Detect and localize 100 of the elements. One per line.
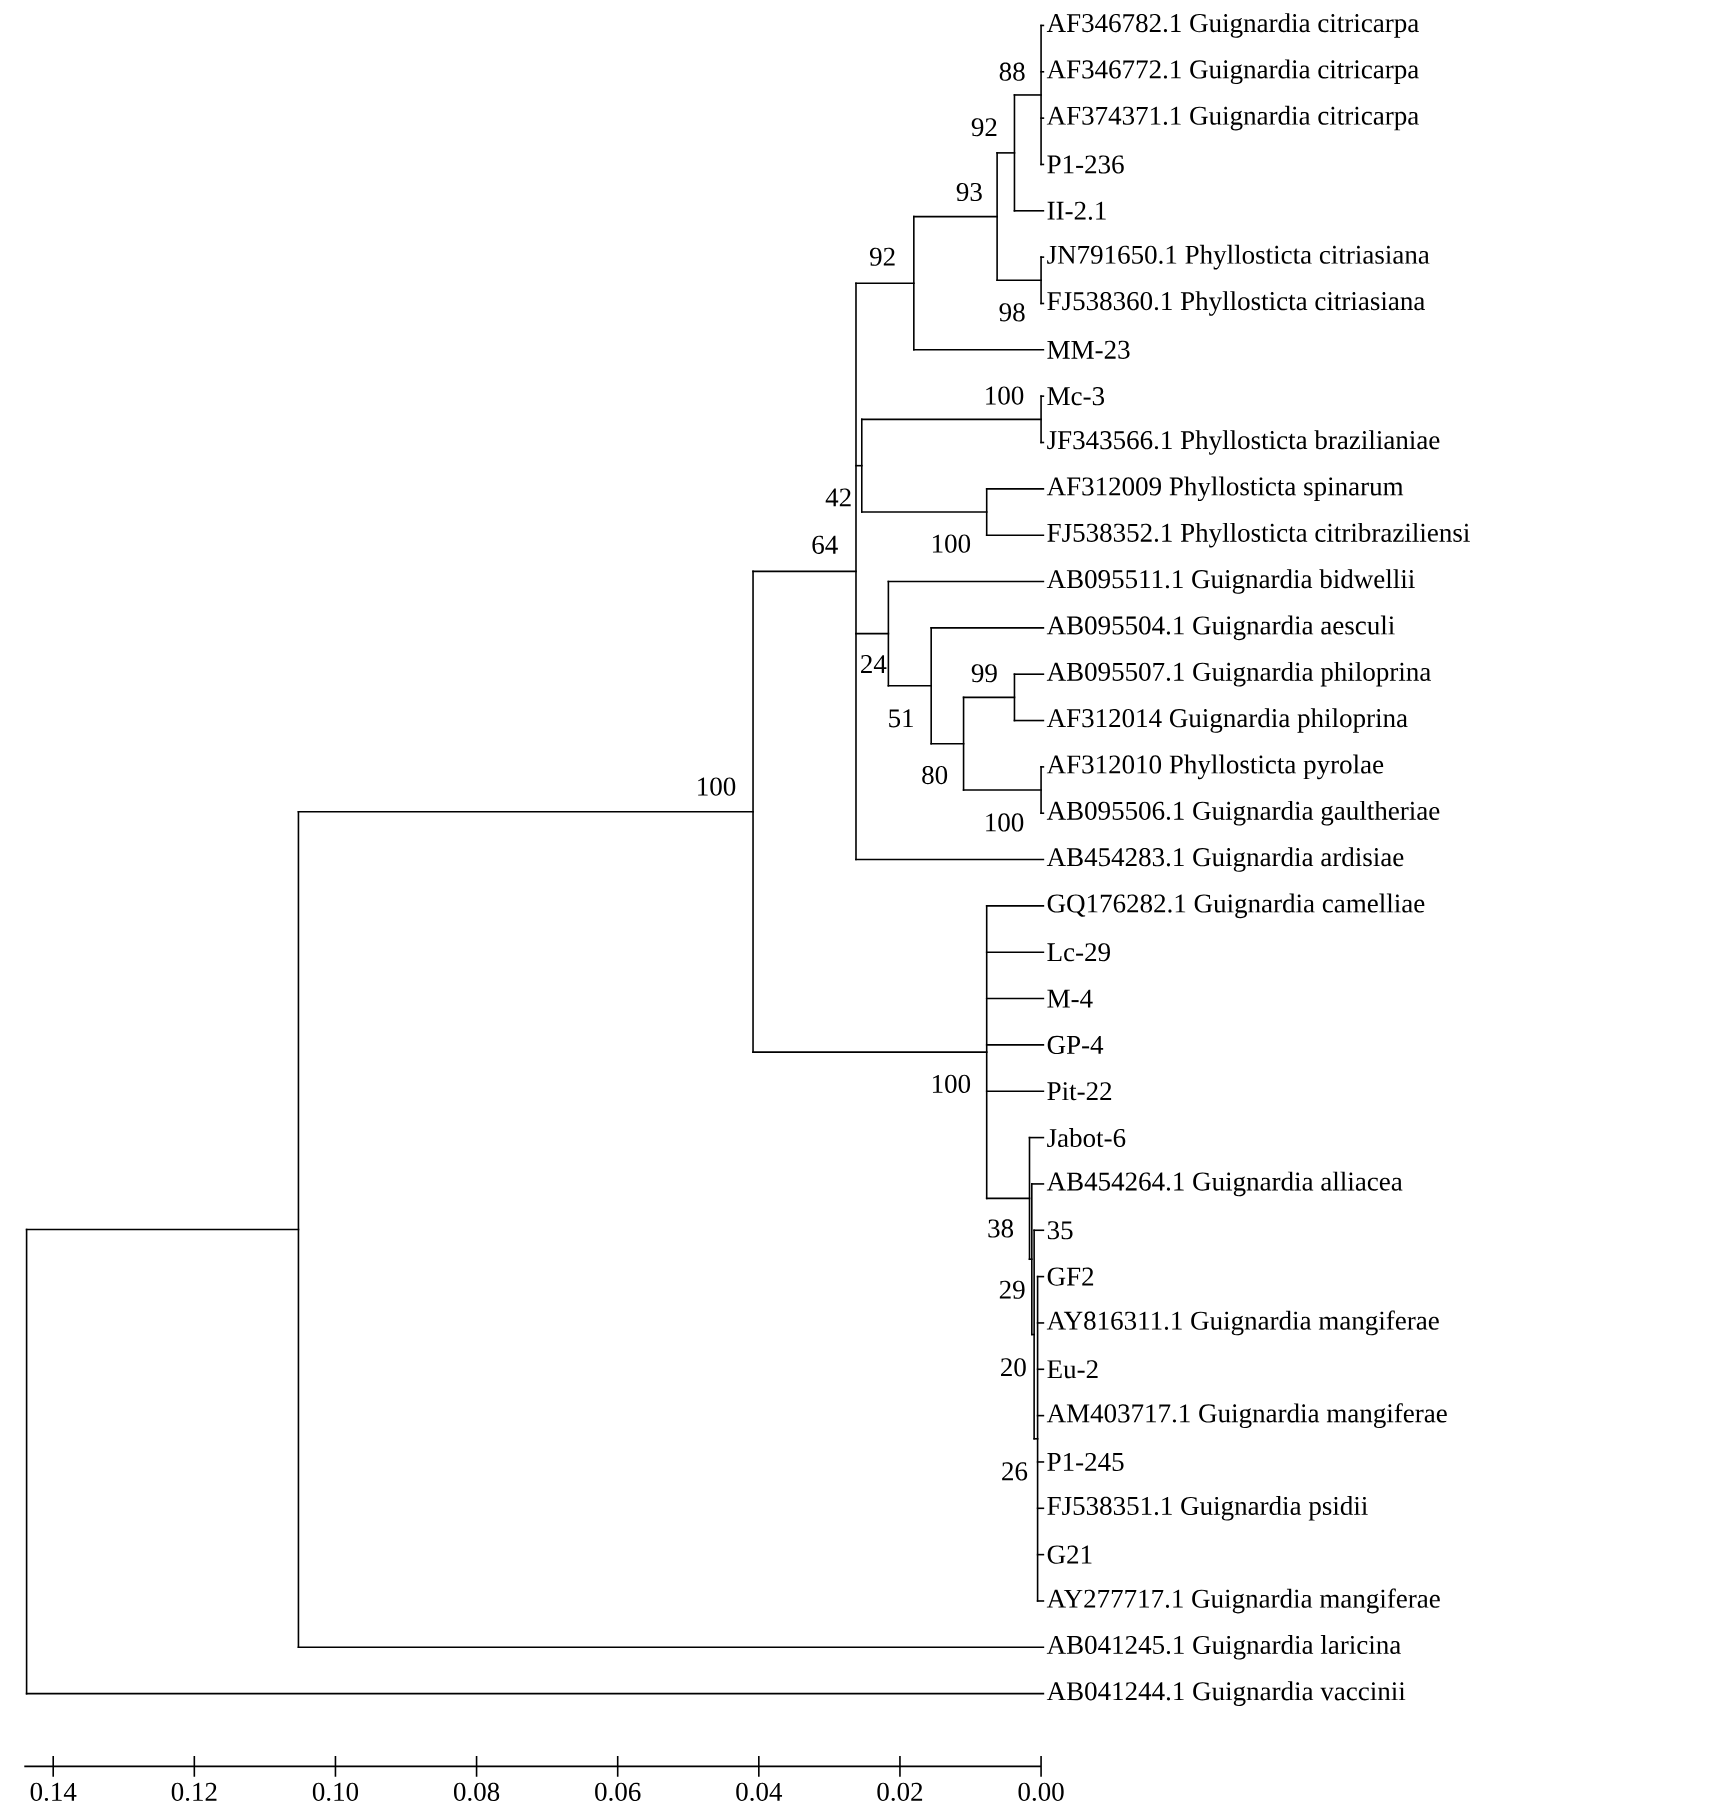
branch-line	[930, 742, 965, 745]
branch-line	[913, 215, 998, 218]
bootstrap-value: 51	[889, 709, 913, 728]
branch-line	[962, 696, 1016, 699]
bootstrap-value: 100	[932, 1074, 971, 1093]
branch-line	[1013, 94, 1042, 96]
branch-line	[855, 282, 915, 284]
taxon-label: GQ176282.1 Guignardia camelliae	[1047, 893, 1425, 919]
taxon-label: AB095507.1 Guignardia philoprina	[1046, 661, 1431, 687]
tick-label: 0.04	[736, 1782, 783, 1802]
bootstrap-value: 99	[971, 664, 997, 683]
branch-line	[985, 997, 1045, 1000]
taxon-label: AF312010 Phyllosticta pyrolae	[1046, 754, 1384, 780]
bootstrap-value: 92	[971, 118, 997, 137]
branch-line	[860, 511, 988, 513]
bootstrap-value: 24	[861, 655, 887, 673]
taxon-label: AB041245.1 Guignardia laricina	[1046, 1635, 1401, 1660]
branch-line	[855, 632, 890, 635]
tick-label: 0.10	[312, 1782, 359, 1802]
tick-label: 0.14	[30, 1782, 77, 1802]
taxon-label: Pit-22	[1047, 1082, 1112, 1101]
tick-label: 0.08	[454, 1782, 500, 1802]
bootstrap-value: 100	[986, 813, 1024, 832]
taxon-label: AY816311.1 Guignardia mangiferae	[1046, 1310, 1439, 1336]
taxon-label: Jabot-6	[1047, 1128, 1126, 1148]
branch-line	[1033, 1438, 1039, 1440]
taxon-label: AB454264.1 Guignardia alliacea	[1046, 1171, 1403, 1197]
taxon-label: FJ538360.1 Phyllosticta citriasiana	[1047, 291, 1425, 316]
branch-line	[1013, 719, 1045, 722]
branch-line	[1031, 1183, 1045, 1185]
branch-line	[1033, 1229, 1045, 1232]
branch-line	[930, 627, 1045, 629]
taxon-label: GP-4	[1047, 1035, 1104, 1054]
taxon-label: AF346772.1 Guignardia citricarpa	[1046, 59, 1419, 85]
branch-line	[996, 279, 1042, 282]
taxon-label: AF346782.1 Guignardia citricarpa	[1046, 13, 1419, 38]
branch-point-bar	[297, 810, 300, 1649]
branch-line	[1036, 1553, 1045, 1556]
branch-line	[1040, 441, 1045, 444]
bootstrap-value: 80	[922, 765, 948, 785]
branch-line	[887, 580, 1045, 583]
branch-line	[985, 534, 1045, 536]
branch-line	[1040, 395, 1045, 397]
taxon-label: P1-236	[1047, 155, 1124, 174]
branch-line	[1036, 1507, 1045, 1510]
branch-line	[996, 152, 1016, 154]
bootstrap-value: 93	[956, 182, 982, 202]
bootstrap-value: 92	[869, 247, 895, 266]
branch-line	[855, 858, 1045, 861]
bootstrap-value: 26	[1002, 1462, 1028, 1481]
bootstrap-value: 100	[932, 534, 971, 553]
bootstrap-value: 42	[825, 488, 851, 507]
bootstrap-value: 100	[698, 777, 736, 796]
branch-line	[1040, 256, 1045, 258]
branch-line	[297, 1646, 1045, 1649]
taxon-label: P1-245	[1047, 1452, 1124, 1472]
taxon-label: FJ538352.1 Phyllosticta citribraziliensi	[1047, 522, 1470, 548]
branch-line	[887, 685, 932, 687]
branch-line	[985, 488, 1045, 490]
branch-line	[1040, 24, 1045, 27]
branch-line	[1040, 766, 1045, 768]
tick-label: 0.02	[877, 1782, 923, 1802]
taxon-label: Lc-29	[1047, 943, 1110, 962]
taxon-label: GF2	[1047, 1267, 1094, 1286]
bootstrap-value: 64	[812, 535, 838, 554]
taxon-label: Eu-2	[1047, 1360, 1098, 1379]
taxon-label: 35	[1047, 1221, 1073, 1240]
taxon-label: AM403717.1 Guignardia mangiferae	[1046, 1403, 1447, 1429]
taxon-label: AB095504.1 Guignardia aesculi	[1046, 615, 1395, 641]
branch-line	[860, 418, 1042, 421]
branch-line	[985, 1197, 1031, 1200]
taxon-label: MM-23	[1047, 340, 1130, 359]
tick-label: 0.06	[595, 1782, 641, 1802]
branch-line	[1040, 163, 1045, 166]
taxon-label: AB095506.1 Guignardia gaultheriae	[1046, 800, 1440, 826]
branch-line	[913, 349, 1045, 351]
bootstrap-value: 88	[999, 62, 1025, 81]
taxon-label: AF312009 Phyllosticta spinarum	[1046, 476, 1404, 502]
branch-line	[1013, 673, 1045, 675]
taxon-label: AY277717.1 Guignardia mangiferae	[1046, 1588, 1440, 1614]
branch-line	[962, 789, 1042, 791]
branch-line	[1040, 812, 1045, 814]
branch-line	[1028, 1258, 1033, 1261]
taxon-label: Mc-3	[1047, 387, 1104, 406]
branch-line	[1036, 1414, 1045, 1417]
branch-line	[985, 905, 1045, 907]
branch-line	[985, 1090, 1045, 1093]
taxon-label: JF343566.1 Phyllosticta brazilianiae	[1047, 430, 1440, 455]
taxon-label: AB041244.1 Guignardia vaccinii	[1046, 1681, 1406, 1706]
branch-line	[1040, 71, 1045, 73]
branch-line	[752, 570, 857, 573]
branch-line	[1031, 1333, 1035, 1336]
branch-line	[1036, 1368, 1045, 1371]
taxon-label: II-2.1	[1047, 201, 1106, 220]
branch-line	[1036, 1322, 1045, 1324]
taxon-label: JN791650.1 Phyllosticta citriasiana	[1047, 244, 1430, 270]
bootstrap-value: 29	[999, 1280, 1025, 1299]
taxon-label: AF374371.1 Guignardia citricarpa	[1046, 105, 1419, 131]
branch-line	[1028, 1136, 1045, 1139]
branch-line	[297, 810, 754, 813]
